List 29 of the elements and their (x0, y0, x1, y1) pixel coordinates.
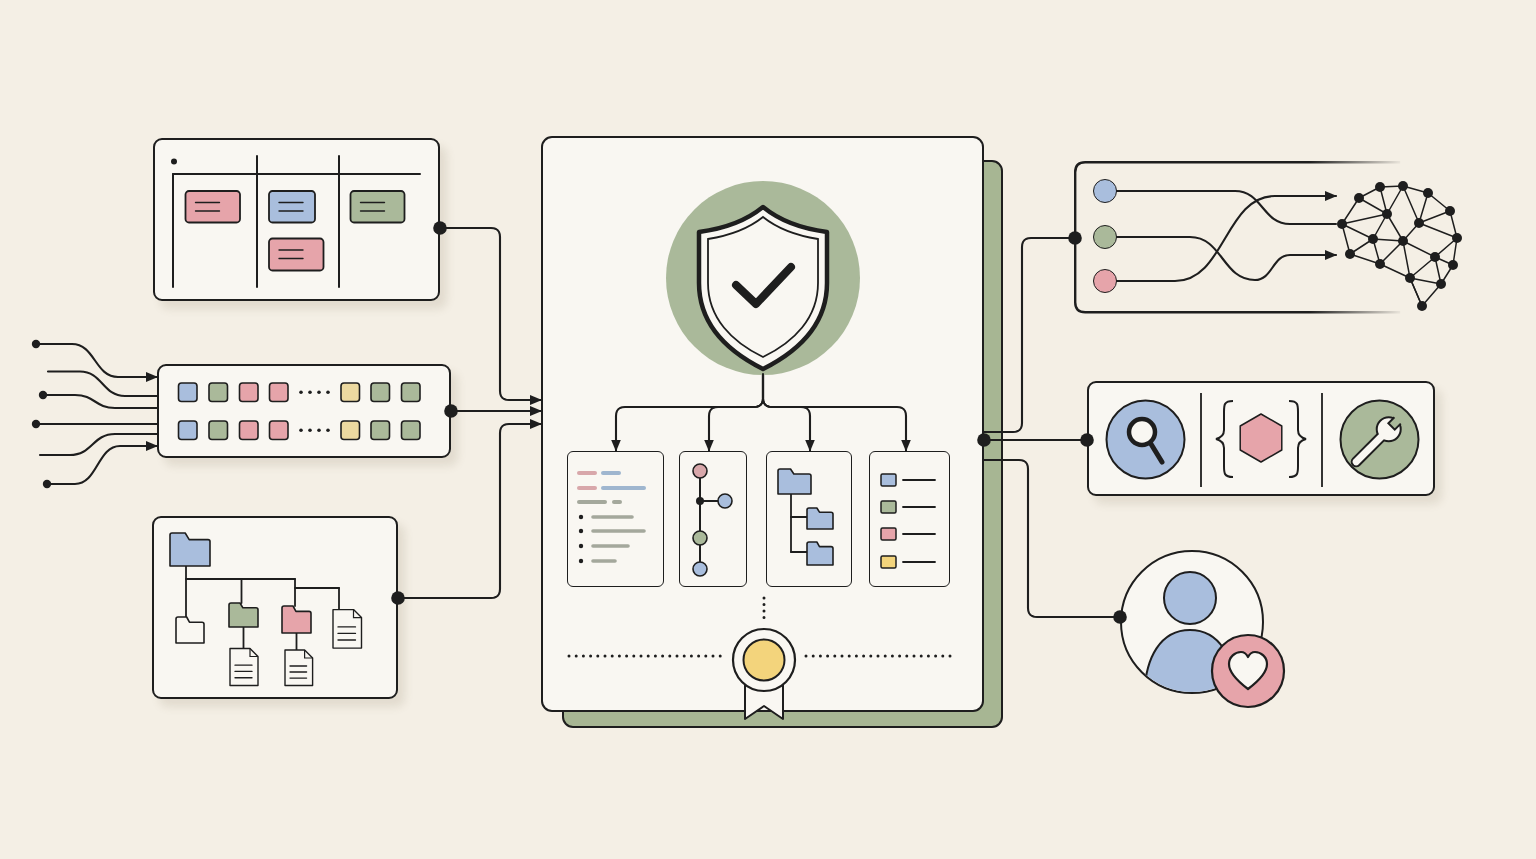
board-panel (153, 138, 440, 301)
arrow (444, 404, 543, 418)
connector-line (1115, 189, 1338, 226)
connector-line (38, 390, 159, 410)
arrow (31, 339, 159, 382)
document-card (868, 450, 950, 587)
connector-line (38, 432, 159, 457)
document-card (566, 450, 664, 587)
shield-check-icon (665, 180, 860, 375)
connector-line (982, 458, 1127, 624)
queue-panel (157, 364, 451, 458)
arrow (433, 221, 543, 405)
arrow (761, 373, 911, 452)
input-dot (1093, 225, 1117, 249)
tools-panel (1087, 381, 1435, 496)
connector-line (31, 419, 159, 429)
file-tree-panel (152, 516, 398, 699)
arrow (1115, 191, 1338, 283)
input-dot (1093, 269, 1117, 293)
brain-network-icon (1336, 180, 1463, 312)
input-dot (1093, 179, 1117, 203)
arrow (1115, 235, 1338, 282)
document-card (765, 450, 852, 587)
document-card (678, 450, 747, 587)
arrow (391, 419, 543, 605)
connector-line (46, 370, 159, 398)
connector-line (982, 231, 1082, 434)
arrow (42, 441, 159, 489)
connector-line (977, 433, 1094, 447)
